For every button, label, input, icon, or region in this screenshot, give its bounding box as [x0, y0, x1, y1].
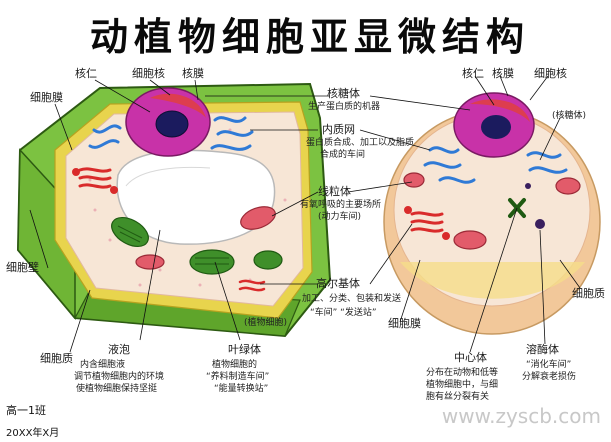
- label-cytoplasm: 细胞质: [40, 352, 73, 365]
- animal-mitochondrion: [403, 172, 425, 188]
- chloroplast: [253, 250, 283, 270]
- label-cytoplasm-right: 细胞质: [572, 287, 605, 300]
- note-chloroplast-1: 植物细胞的: [212, 360, 258, 370]
- signature-line1: 高一1班: [6, 404, 46, 417]
- chloroplast: [111, 216, 149, 248]
- label-nucleus-right: 细胞核: [534, 67, 567, 80]
- label-lysosome: 溶酶体: [526, 343, 559, 356]
- plant-cell: [16, 82, 332, 338]
- animal-er: [423, 146, 568, 184]
- label-chloroplast: 叶绿体: [228, 343, 261, 356]
- note-ribosome: 生产蛋白质的机器: [308, 102, 381, 112]
- signature-line2: 20XX年X月: [6, 428, 60, 439]
- label-nuclear-membrane-left: 核膜: [182, 67, 204, 80]
- animal-golgi: [404, 206, 450, 240]
- note-vacuole-1: 内含细胞液: [80, 360, 126, 370]
- label-mitochondria: 线粒体: [318, 185, 351, 198]
- note-golgi-plant: (植物细胞): [244, 318, 288, 328]
- note-mito-2: (动力车间): [318, 212, 362, 222]
- lysosome: [535, 219, 545, 229]
- note-er-2: 合成的车间: [320, 150, 366, 160]
- label-er: 内质网: [322, 123, 355, 136]
- label-nucleus-left: 细胞核: [132, 67, 165, 80]
- note-centro-1: 分布在动物和低等: [426, 368, 499, 378]
- note-chloroplast-2: “养料制造车间”: [206, 372, 270, 382]
- label-cell-membrane-right: 细胞膜: [388, 317, 421, 330]
- plant-golgi: [72, 167, 118, 194]
- label-cell-wall: 细胞壁: [6, 261, 39, 274]
- page-title: 动植物细胞亚显微结构: [89, 15, 530, 59]
- animal-cell: [383, 92, 601, 335]
- note-vacuole-3: 使植物细胞保持坚挺: [76, 384, 158, 394]
- plant-er: [88, 116, 254, 151]
- label-nucleolus-left: 核仁: [75, 67, 97, 80]
- label-cell-membrane-left: 细胞膜: [30, 91, 63, 104]
- watermark: www.zyscb.com: [441, 404, 601, 428]
- plant-mitochondrion: [135, 254, 165, 270]
- label-ribosome-right: (核糖体): [552, 111, 587, 121]
- note-golgi-1: 加工、分类、包装和发送: [302, 294, 402, 304]
- note-er-1: 蛋白质合成、加工以及脂质: [306, 138, 415, 148]
- label-vacuole: 液泡: [108, 343, 130, 356]
- note-golgi-2: “车间” “发送站”: [310, 308, 377, 318]
- label-nuclear-membrane-right: 核膜: [492, 67, 514, 80]
- label-ribosome: 核糖体: [327, 87, 360, 100]
- note-vacuole-2: 调节植物细胞内的环境: [74, 372, 165, 382]
- note-mito-1: 有氧呼吸的主要场所: [300, 200, 382, 210]
- animal-mitochondrion: [555, 177, 581, 195]
- chloroplast: [189, 249, 235, 275]
- note-chloroplast-3: “能量转换站”: [214, 384, 269, 394]
- note-lyso-2: 分解衰老损伤: [522, 372, 577, 382]
- label-golgi: 高尔基体: [316, 277, 360, 290]
- plant-nucleolus: [155, 110, 189, 138]
- note-centro-3: 胞有丝分裂有关: [426, 392, 490, 402]
- label-nucleolus-right: 核仁: [462, 67, 484, 80]
- animal-mitochondrion: [453, 230, 487, 250]
- note-lyso-1: “消化车间”: [526, 360, 572, 370]
- animal-nucleolus: [481, 115, 511, 139]
- label-centrosome: 中心体: [454, 351, 487, 364]
- plant-mitochondrion: [240, 206, 276, 230]
- note-centro-2: 植物细胞中，与细: [426, 380, 499, 390]
